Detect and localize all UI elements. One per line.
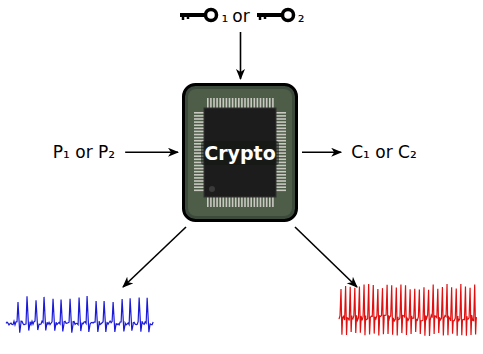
plaintext-label: P₁ or P₂ bbox=[47, 140, 121, 164]
arrow bbox=[240, 32, 242, 79]
io-text: or bbox=[232, 6, 249, 26]
arrow bbox=[125, 151, 178, 153]
crypto-chip: Crypto bbox=[182, 83, 298, 222]
io-text: ₂ bbox=[298, 6, 305, 26]
power-trace bbox=[339, 284, 476, 336]
trace-arrow bbox=[123, 227, 186, 287]
ciphertext-label: C₁ or C₂ bbox=[345, 140, 423, 164]
key-icon bbox=[179, 7, 219, 25]
key-icon bbox=[256, 7, 296, 25]
arrow bbox=[302, 151, 341, 153]
trace-arrow bbox=[295, 227, 357, 287]
io-text: P₁ or P₂ bbox=[53, 142, 115, 162]
power-trace bbox=[6, 296, 153, 333]
chip-label: Crypto bbox=[201, 141, 278, 165]
io-text: ₁ bbox=[221, 6, 228, 26]
io-text: C₁ or C₂ bbox=[351, 142, 417, 162]
key-label: ₁or ₂ bbox=[171, 4, 310, 28]
